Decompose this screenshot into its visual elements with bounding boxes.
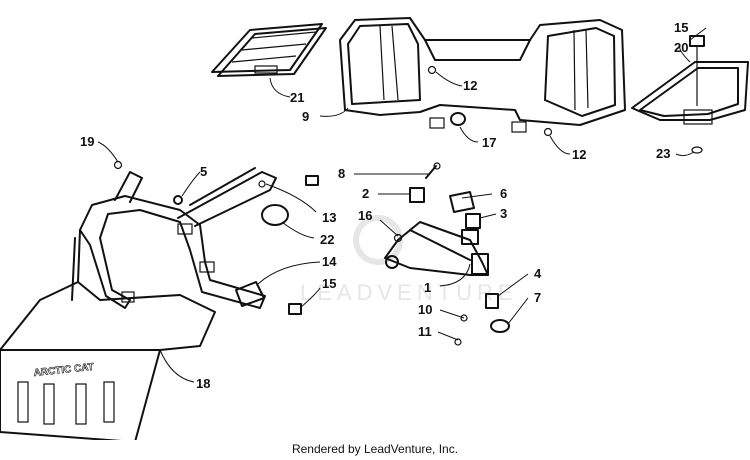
watermark: LEADVENTURE	[300, 215, 518, 305]
callout-23: 23	[656, 146, 670, 161]
callout-18: 18	[196, 376, 210, 391]
callout-15-right: 15	[674, 20, 688, 35]
callout-1: 1	[424, 280, 431, 295]
diagram-canvas: LEADVENTURE	[0, 17, 749, 440]
callout-7: 7	[534, 290, 541, 305]
callout-10: 10	[418, 302, 432, 317]
skid-plate-brand-mark: ARCTIC CAT	[33, 362, 94, 379]
callout-17: 17	[482, 135, 496, 150]
leader-lines	[97, 27, 707, 383]
part-9-rear-rack	[339, 17, 626, 133]
callout-3: 3	[500, 206, 507, 221]
part-11-bolt	[454, 338, 462, 346]
footer-credit: Rendered by LeadVenture, Inc.	[291, 442, 459, 456]
part-15-bolt-front	[288, 303, 302, 315]
callout-16: 16	[358, 208, 372, 223]
part-15-23-fasteners-right	[689, 35, 705, 154]
callout-15-front: 15	[322, 276, 336, 291]
part-21-left-rack	[211, 23, 327, 77]
callout-5: 5	[200, 164, 207, 179]
part-6-bushing	[449, 191, 475, 213]
part-10-nut	[460, 314, 468, 322]
part-19-nut	[113, 160, 123, 170]
callout-13: 13	[322, 210, 336, 225]
callout-8: 8	[338, 166, 345, 181]
watermark-text: LEADVENTURE	[300, 280, 518, 305]
part-18-skid-plate: ARCTIC CAT	[0, 229, 216, 440]
part-front-bumper-frame	[79, 167, 277, 309]
callout-22: 22	[320, 232, 334, 247]
part-17-bushing	[450, 112, 466, 126]
callout-21: 21	[290, 90, 304, 105]
callout-2: 2	[362, 186, 369, 201]
callout-labels: 21 9 12 17 12 15 20 23 19 5 13 22 14 15 …	[80, 20, 688, 391]
part-16-nut	[393, 233, 403, 243]
callout-12-lower: 12	[572, 147, 586, 162]
part-13-plug	[305, 175, 319, 186]
part-20-right-rack	[631, 46, 749, 125]
callout-4: 4	[534, 266, 542, 281]
part-5-nut	[173, 195, 183, 205]
part-22-reflector	[261, 204, 289, 226]
callout-11: 11	[418, 324, 432, 339]
part-3-sleeve	[465, 213, 481, 229]
callout-9: 9	[302, 109, 309, 124]
part-7-cap	[490, 319, 510, 333]
part-1-a-arm	[384, 221, 489, 276]
part-8-bolt	[425, 162, 441, 179]
part-4-sleeve	[485, 293, 499, 309]
callout-14: 14	[322, 254, 337, 269]
callout-20: 20	[674, 40, 688, 55]
callout-12-upper: 12	[463, 78, 477, 93]
part-14-cap	[235, 281, 265, 307]
callout-19: 19	[80, 134, 94, 149]
part-12-bolts	[427, 65, 553, 137]
part-2-bushing	[409, 187, 425, 203]
callout-6: 6	[500, 186, 507, 201]
